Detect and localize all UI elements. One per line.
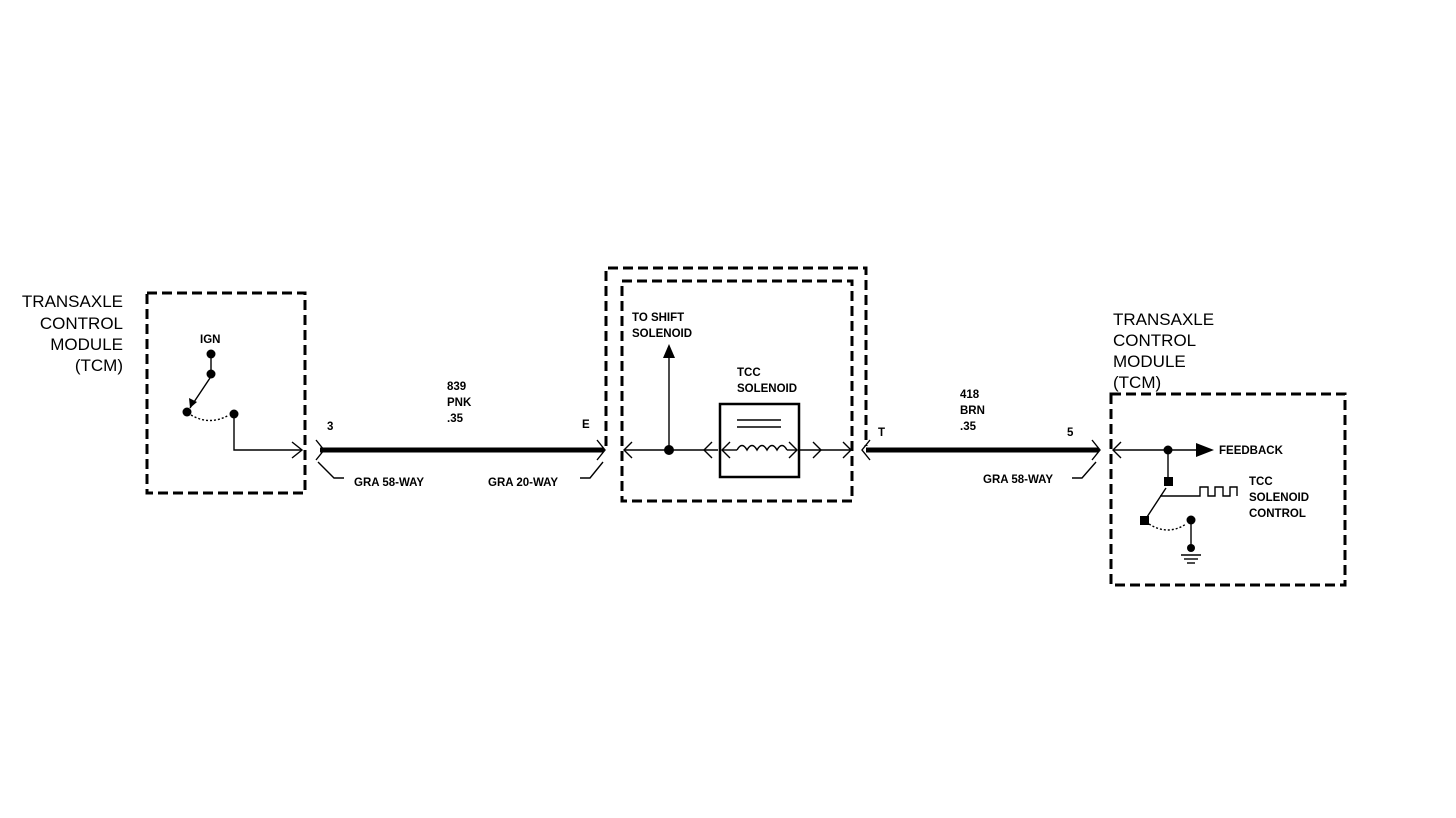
- left-tcm-title-1: TRANSAXLE: [22, 292, 123, 311]
- connector-5-marker: [1091, 439, 1101, 461]
- solenoid-assembly: TO SHIFT SOLENOID TCC SOLENOID: [604, 266, 868, 503]
- switch-pivot: [206, 369, 216, 379]
- right-tcm-box: [1109, 392, 1347, 587]
- wire-839-pnk: 3 E 839 PNK .35 GRA 58-WAY GRA 20-WAY: [315, 381, 606, 489]
- tcc-control-label-2: SOLENOID: [1249, 492, 1309, 504]
- ground-contact: [1186, 515, 1196, 525]
- driver-contact: [1140, 516, 1149, 525]
- connector-end-leader: [580, 461, 604, 479]
- gauge-right-label: .35: [960, 421, 977, 433]
- connector-58-way-right: GRA 58-WAY: [983, 474, 1053, 486]
- ground-splice-dot: [1187, 544, 1195, 552]
- inner-left-arrow-icon: [623, 441, 633, 459]
- left-tcm-title-4: (TCM): [75, 356, 123, 375]
- pin-e-label: E: [582, 419, 590, 431]
- tcc-label-1: TCC: [737, 367, 761, 379]
- left-tcm-pin-arrow-icon: [291, 441, 304, 459]
- connector-t-marker: [861, 439, 871, 461]
- switch-contact-a: [182, 407, 192, 417]
- right-tcm-pin-arrow-icon: [1112, 441, 1122, 459]
- switch-arrow-icon: [189, 398, 197, 408]
- left-tcm-internal-wire: [233, 418, 302, 451]
- right-tcm-title-3: MODULE: [1113, 352, 1186, 371]
- switch-dotted-arc: [190, 414, 230, 422]
- splice-dot: [664, 445, 674, 455]
- inner-right-connector-marker: [812, 441, 822, 459]
- tcc-label-2: SOLENOID: [737, 383, 797, 395]
- right-tcm-title-2: CONTROL: [1113, 331, 1196, 350]
- solenoid-coil-icon: [736, 444, 788, 452]
- driver-terminal: [1164, 477, 1173, 486]
- inner-left-connector-marker: [703, 441, 713, 459]
- tcc-control-label-1: TCC: [1249, 476, 1273, 488]
- ground-icon: [1181, 554, 1201, 564]
- wire-418-brn: T 5 418 BRN .35 GRA 58-WAY: [861, 389, 1101, 486]
- inner-right-arrow-icon: [842, 441, 852, 459]
- connector-58-way-left: GRA 58-WAY: [354, 477, 424, 489]
- tcc-solenoid-body: [718, 402, 801, 479]
- pin-t-label: T: [878, 427, 885, 439]
- connector-start-leader: [317, 461, 344, 479]
- right-tcm-title-1: TRANSAXLE: [1113, 310, 1214, 329]
- left-tcm-box: [145, 291, 307, 495]
- inner-solenoid-box: [620, 279, 854, 503]
- outer-connector-box: [604, 266, 868, 446]
- to-shift-arrow-icon: [663, 344, 675, 358]
- color-pnk-label: PNK: [447, 397, 472, 409]
- connector-end-marker: [596, 439, 606, 461]
- right-tcm-module: TRANSAXLE CONTROL MODULE (TCM) FEEDBACK …: [1109, 310, 1347, 587]
- ign-terminal: [206, 349, 216, 359]
- pwm-signal-icon: [1160, 486, 1238, 497]
- left-tcm-title-2: CONTROL: [40, 314, 123, 333]
- ign-label: IGN: [200, 334, 220, 346]
- switch-contact-b: [229, 409, 239, 419]
- connector-right-leader: [1072, 461, 1097, 479]
- pin-3-label: 3: [327, 421, 333, 433]
- left-tcm-module: TRANSAXLE CONTROL MODULE (TCM) IGN: [22, 291, 307, 495]
- connector-20-way: GRA 20-WAY: [488, 477, 558, 489]
- solenoid-coil-lead-right: [788, 441, 798, 459]
- circuit-839-label: 839: [447, 381, 466, 393]
- left-tcm-title-3: MODULE: [50, 335, 123, 354]
- right-tcm-title-4: (TCM): [1113, 373, 1161, 392]
- driver-switch-arm: [1146, 487, 1167, 518]
- color-brn-label: BRN: [960, 405, 985, 417]
- gauge-left-label: .35: [447, 413, 464, 425]
- to-shift-label-1: TO SHIFT: [632, 312, 684, 324]
- feedback-label: FEEDBACK: [1219, 445, 1284, 457]
- tcc-control-label-3: CONTROL: [1249, 508, 1306, 520]
- driver-dotted-arc: [1148, 523, 1187, 531]
- circuit-418-label: 418: [960, 389, 980, 401]
- feedback-arrow-icon: [1196, 443, 1214, 457]
- to-shift-label-2: SOLENOID: [632, 328, 692, 340]
- pin-5-label: 5: [1067, 427, 1074, 439]
